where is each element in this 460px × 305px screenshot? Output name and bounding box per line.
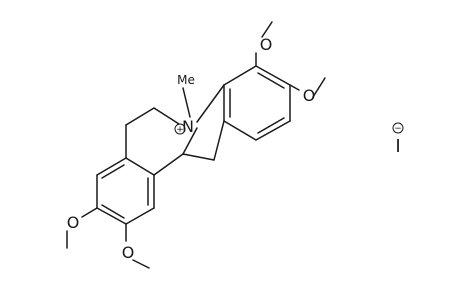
n-methyl-label: Me xyxy=(177,73,195,87)
bond xyxy=(125,157,155,176)
bond-methoxy xyxy=(312,77,326,98)
bond xyxy=(125,207,155,225)
bond-methoxy xyxy=(261,21,273,38)
iodide-charge-label: − xyxy=(394,124,402,134)
bond-double xyxy=(257,117,285,134)
bond-double xyxy=(257,72,285,89)
bond xyxy=(125,107,155,126)
bond xyxy=(255,120,291,141)
oxygen-atom-label: O xyxy=(122,243,135,262)
bond xyxy=(96,207,127,225)
bond-methyl xyxy=(182,87,191,118)
negative-charge-icon xyxy=(392,122,404,134)
bond xyxy=(153,153,184,176)
bond xyxy=(223,120,257,141)
bond xyxy=(182,127,198,155)
bond xyxy=(213,120,225,161)
bond-double xyxy=(101,204,125,219)
iodide-label: I xyxy=(395,136,400,157)
bond-double xyxy=(101,164,125,179)
bond xyxy=(196,84,225,123)
bond xyxy=(255,65,291,86)
positive-charge-icon xyxy=(174,123,186,135)
nitrogen-charge-label: + xyxy=(176,125,184,135)
oxygen-atom-label: O xyxy=(260,35,273,54)
bond xyxy=(153,107,180,125)
bond-methoxy xyxy=(132,259,150,269)
oxygen-atom-label: O xyxy=(67,213,80,232)
bond-methoxy xyxy=(81,207,98,218)
bond-methoxy xyxy=(289,84,300,91)
bond xyxy=(223,65,257,86)
bond xyxy=(96,157,127,176)
bonds xyxy=(66,21,326,269)
oxygen-atom-label: O xyxy=(303,86,316,105)
nitrogen-atom-label: N xyxy=(182,117,194,136)
bond xyxy=(182,153,215,161)
